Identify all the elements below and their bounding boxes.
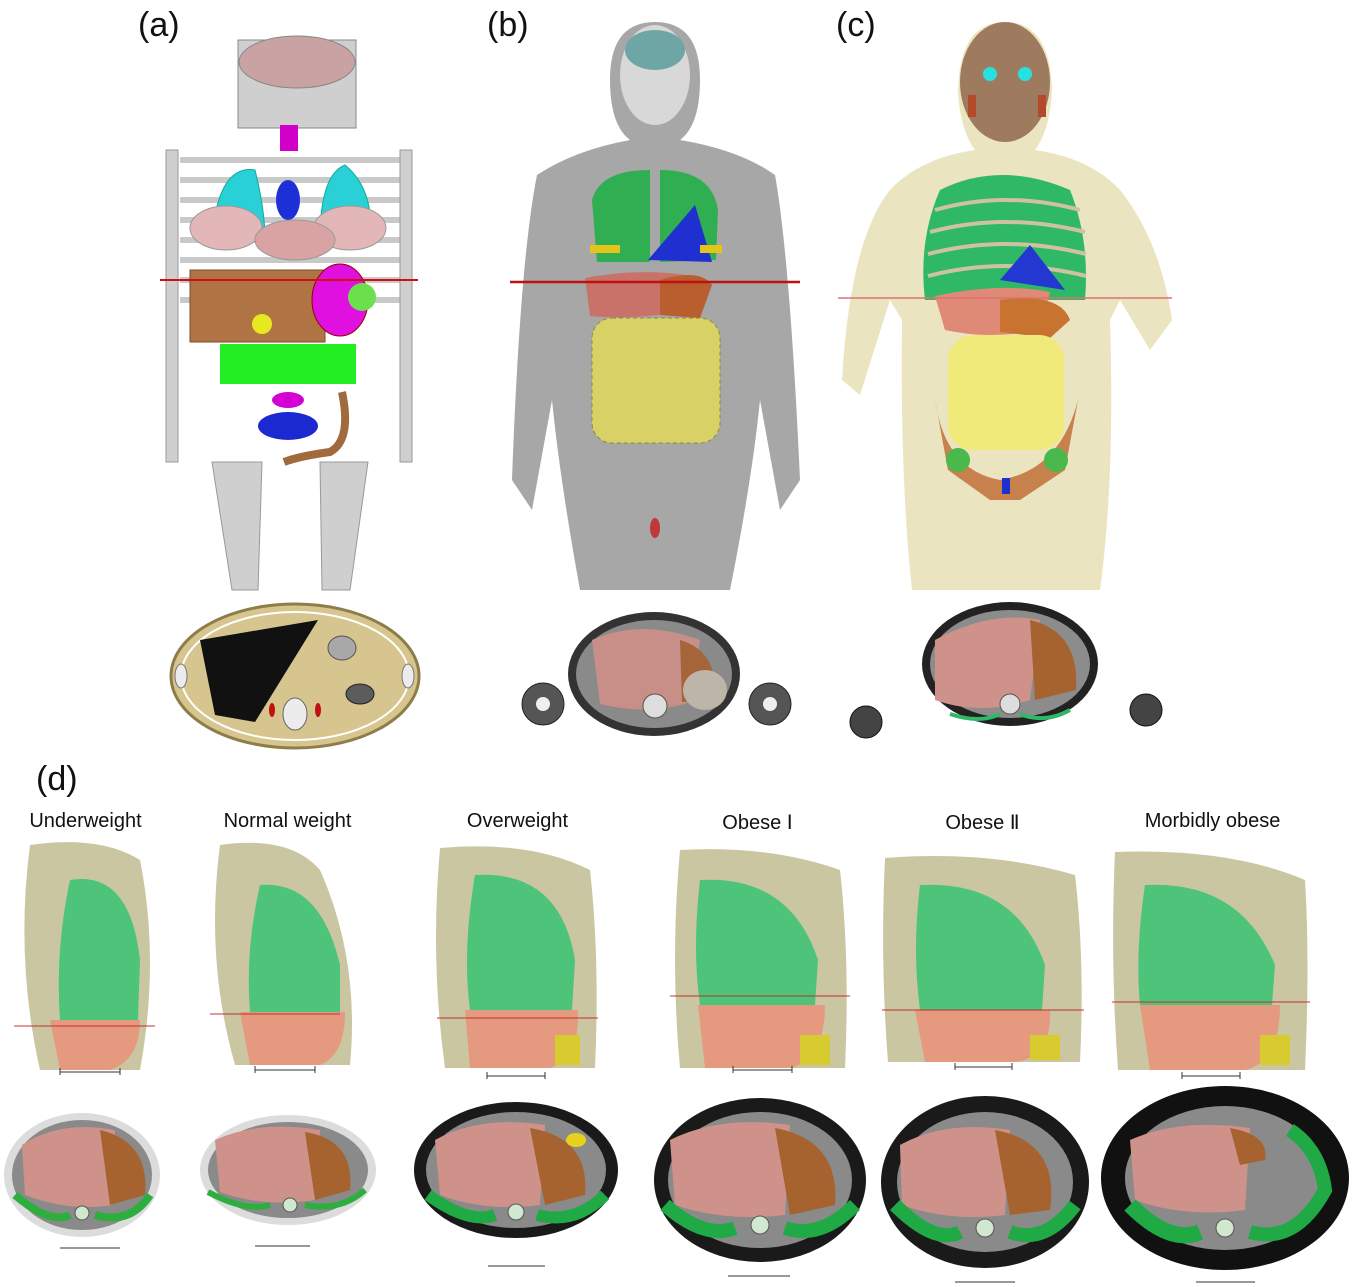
ct-slice-obese-2 xyxy=(881,1096,1089,1268)
phantom-b-cross-section xyxy=(522,612,791,736)
torso-lateral-normal-weight xyxy=(210,843,352,1065)
ct-slice-underweight xyxy=(4,1113,160,1237)
ct-slice-morbidly-obese xyxy=(1101,1086,1349,1270)
phantom-a-cross-section xyxy=(171,604,419,748)
phantom-c-cross-section xyxy=(850,602,1162,738)
ct-slice-normal-weight xyxy=(200,1115,376,1225)
torso-lateral-overweight xyxy=(436,846,598,1068)
torso-lateral-obese-1 xyxy=(670,849,850,1068)
torso-lateral-obese-2 xyxy=(882,856,1084,1062)
torso-lateral-underweight xyxy=(14,842,155,1070)
phantom-a-stylized xyxy=(160,36,418,590)
scale-bars-ct xyxy=(60,1246,1255,1282)
torso-lateral-morbidly-obese xyxy=(1112,852,1310,1070)
scale-bars-lateral xyxy=(60,1063,1240,1079)
phantom-c-mesh xyxy=(838,22,1172,590)
ct-slice-obese-1 xyxy=(654,1098,866,1262)
ct-slice-overweight xyxy=(414,1102,618,1238)
phantom-b-voxel xyxy=(510,22,800,590)
